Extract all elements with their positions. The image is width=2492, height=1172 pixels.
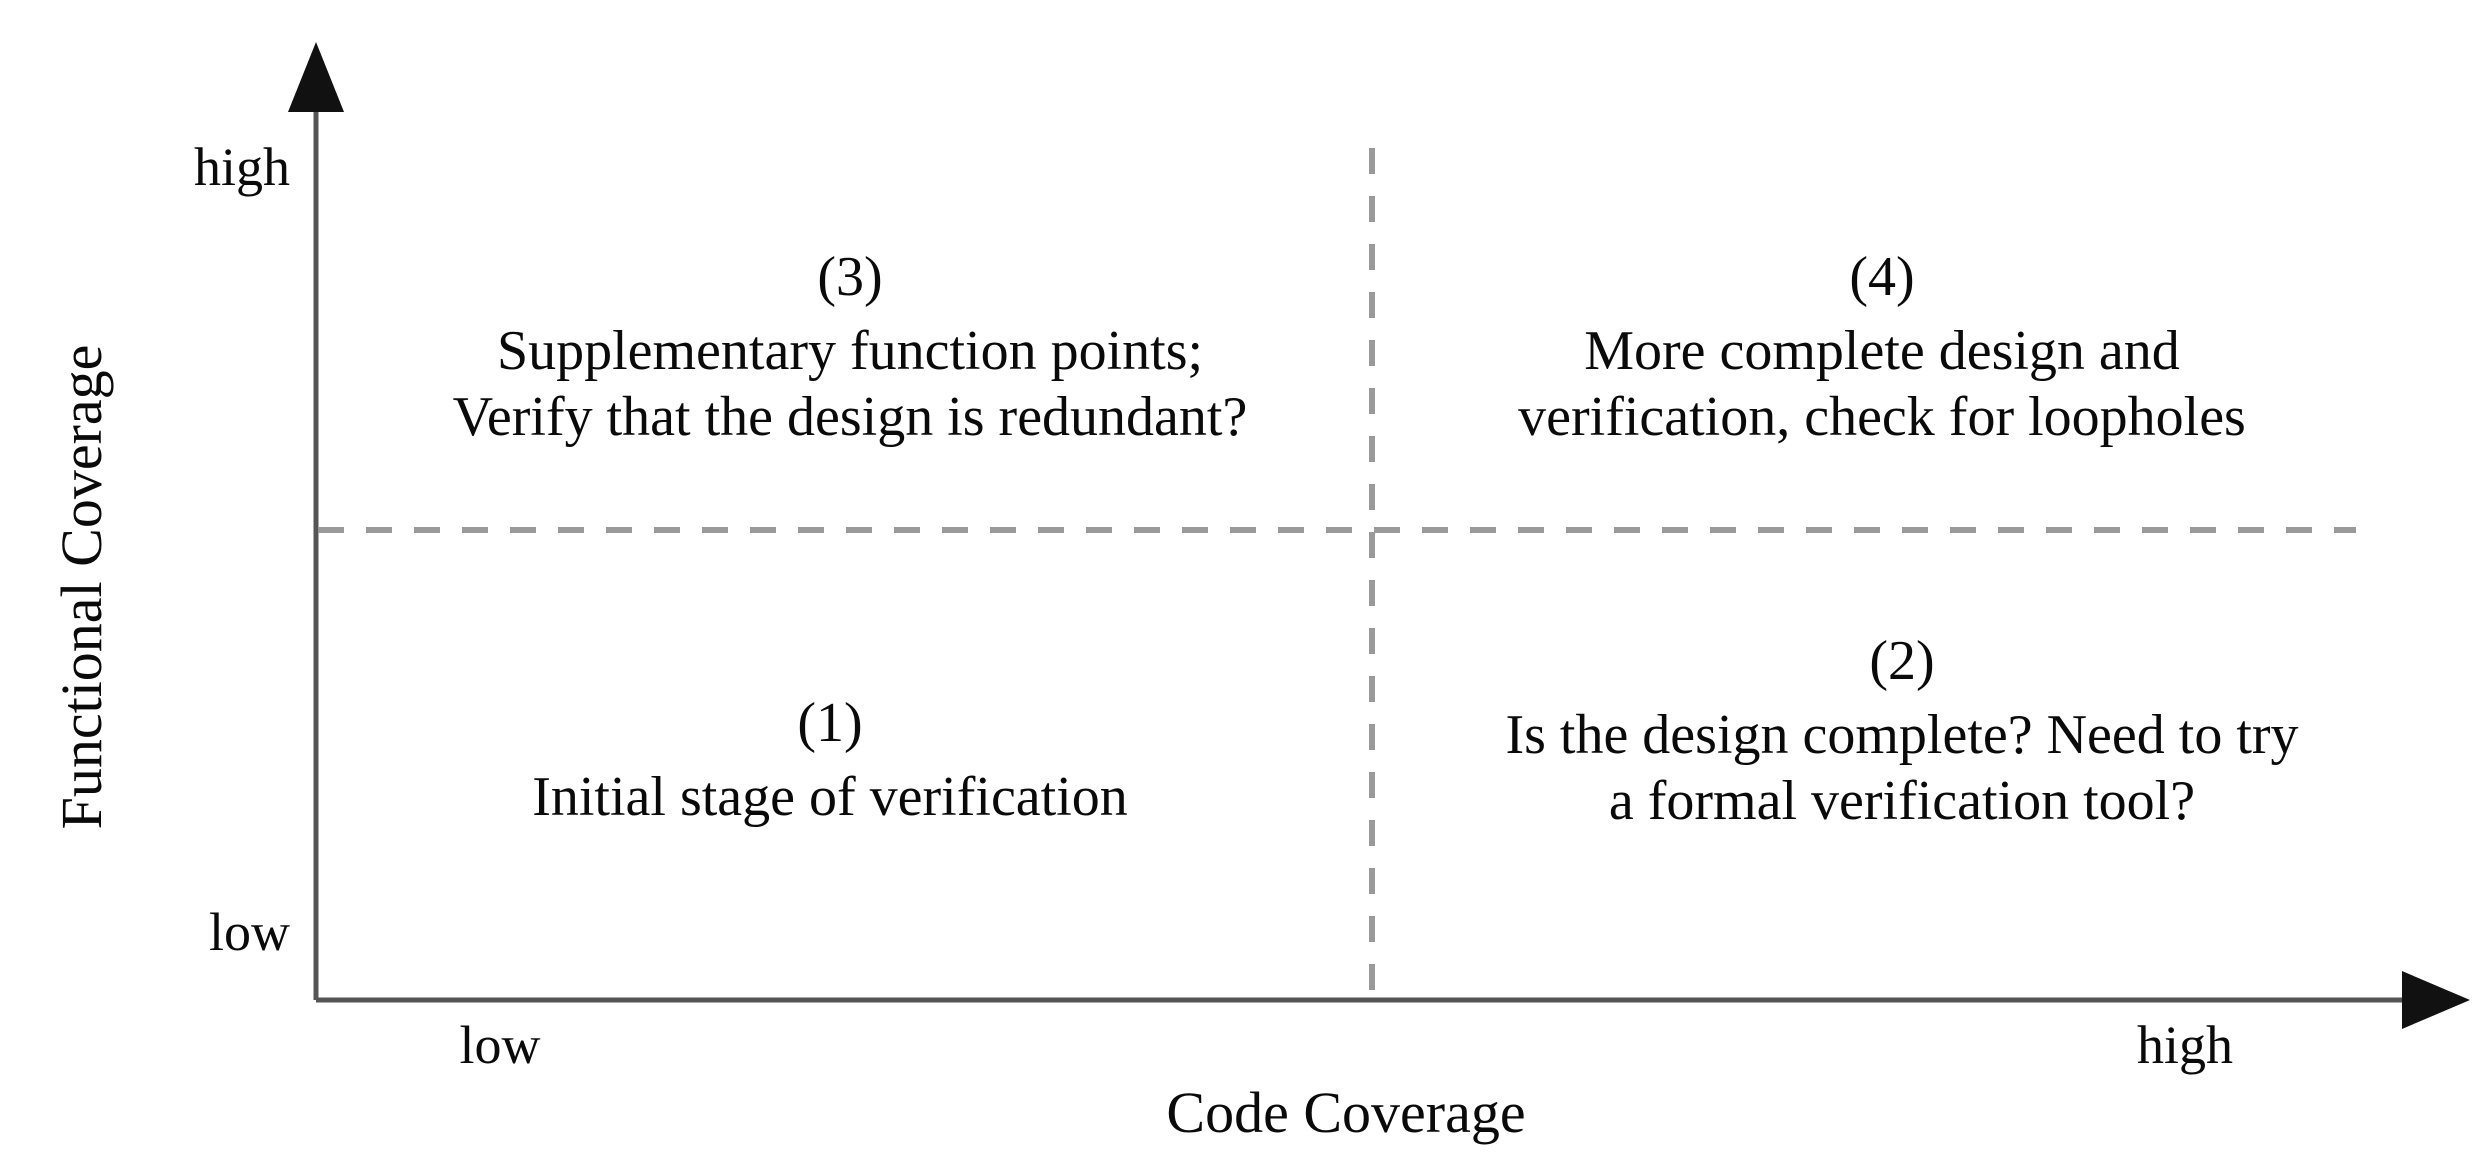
- y-axis-arrow-icon: [288, 42, 344, 112]
- quadrant-2-line-2: a formal verification tool?: [1608, 770, 2196, 833]
- quadrant-1-line-1: Initial stage of verification: [532, 766, 1128, 829]
- quadrant-4-number: (4): [1849, 246, 1915, 308]
- x-axis-arrow-icon: [2402, 971, 2470, 1029]
- x-axis-low-tick-label: low: [459, 1015, 541, 1075]
- quadrant-1-label: (1) Initial stage of verification: [330, 690, 1330, 830]
- x-axis-high-tick-label: high: [2136, 1015, 2233, 1075]
- x-axis-title: Code Coverage: [0, 1084, 2492, 1142]
- quadrant-2-number: (2): [1869, 630, 1935, 692]
- quadrant-2-label: (2) Is the design complete? Need to try …: [1382, 628, 2422, 834]
- quadrant-1-number: (1): [797, 692, 863, 754]
- y-axis-title: Functional Coverage: [49, 344, 114, 830]
- quadrant-3-line-2: Verify that the design is redundant?: [452, 386, 1248, 449]
- quadrant-3-number: (3): [817, 246, 883, 308]
- quadrant-3-line-1: Supplementary function points;: [496, 320, 1204, 383]
- quadrant-4-line-2: verification, check for loopholes: [1518, 386, 2246, 449]
- y-axis-high-tick-label: high: [193, 137, 290, 197]
- quadrant-4-line-1: More complete design and: [1584, 320, 2180, 383]
- x-axis-title-text: Code Coverage: [1166, 1080, 1526, 1145]
- quadrant-2-line-1: Is the design complete? Need to try: [1505, 704, 2299, 767]
- quadrant-4-label: (4) More complete design and verificatio…: [1382, 244, 2382, 450]
- y-axis-low-tick-label: low: [209, 902, 290, 962]
- quadrant-3-label: (3) Supplementary function points; Verif…: [330, 244, 1370, 450]
